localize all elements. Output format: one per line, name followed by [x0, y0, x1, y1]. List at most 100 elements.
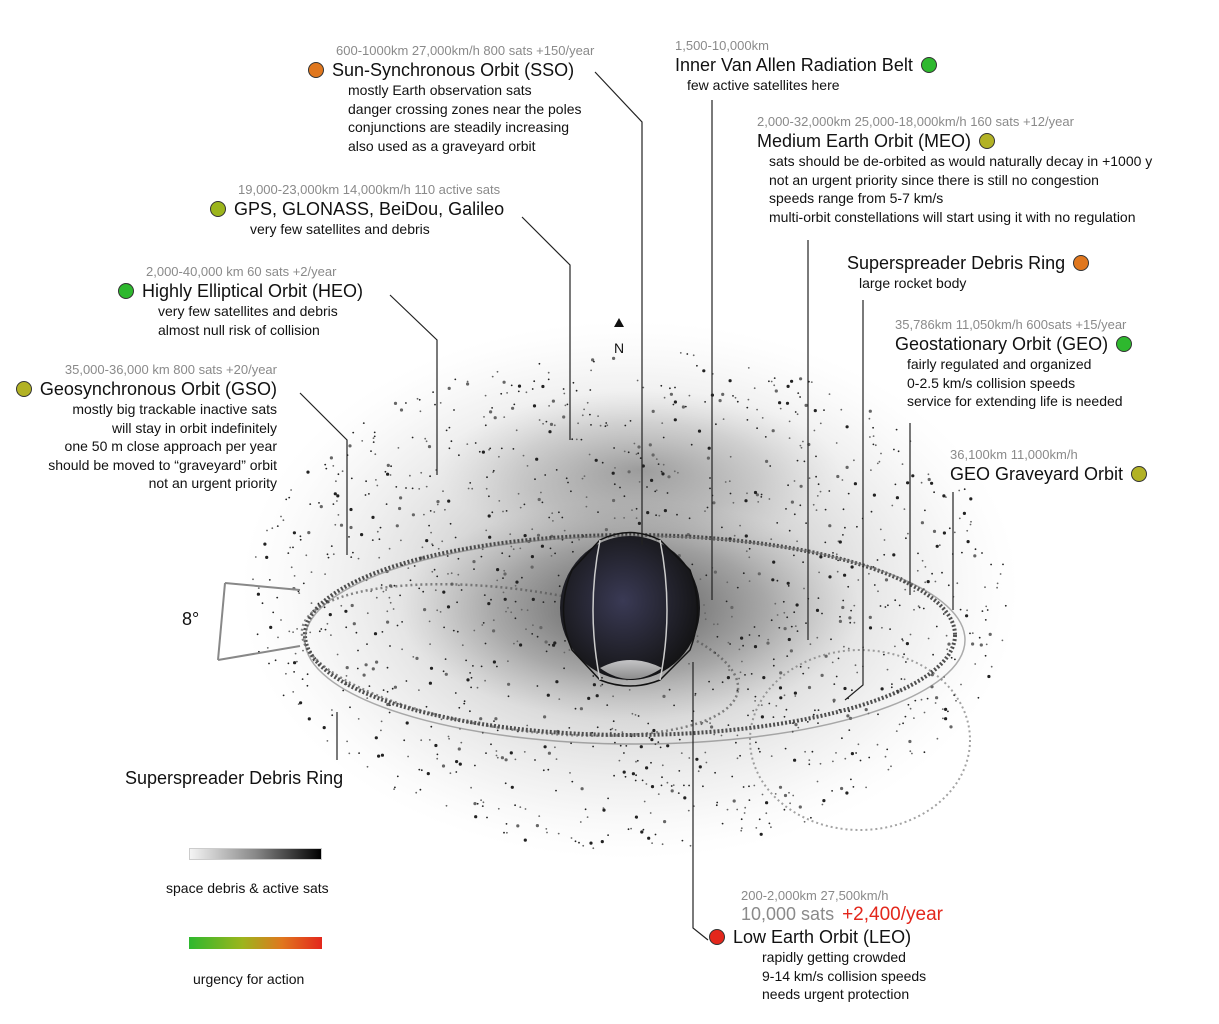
debris-dot — [434, 403, 436, 406]
debris-dot — [263, 542, 267, 546]
debris-dot — [947, 710, 949, 713]
debris-dot — [704, 751, 707, 754]
heo-line: very few satellites and debris — [158, 303, 338, 319]
density-legend-bar — [189, 848, 322, 860]
debris-dot — [835, 752, 837, 754]
debris-dot — [591, 358, 595, 362]
debris-dot — [850, 778, 852, 781]
debris-dot — [974, 663, 977, 665]
debris-dot — [748, 547, 751, 550]
debris-dot — [574, 707, 577, 710]
sso-label: 600-1000km 27,000km/h 800 sats +150/year… — [308, 43, 594, 155]
debris-dot — [868, 417, 871, 420]
debris-dot — [868, 409, 872, 413]
debris-dot — [941, 571, 943, 574]
debris-dot — [756, 427, 758, 430]
debris-dot — [1001, 639, 1004, 642]
geo-stats: 35,786km 11,050km/h 600sats +15/year — [895, 317, 1127, 332]
debris-dot — [510, 545, 513, 548]
debris-dot — [853, 621, 856, 624]
debris-dot — [787, 484, 789, 487]
debris-dot — [547, 751, 552, 755]
debris-dot — [743, 812, 746, 814]
debris-dot — [744, 806, 747, 809]
debris-dot — [930, 481, 934, 485]
debris-dot — [590, 369, 592, 372]
debris-dot — [474, 764, 476, 767]
debris-dot — [326, 553, 329, 556]
debris-dot — [677, 471, 679, 474]
debris-dot — [900, 678, 903, 680]
debris-dot — [425, 539, 429, 543]
debris-dot — [824, 541, 827, 544]
debris-dot — [428, 681, 432, 685]
debris-dot — [405, 721, 409, 725]
debris-dot — [880, 452, 882, 455]
debris-dot — [648, 736, 651, 739]
debris-dot — [366, 643, 368, 645]
debris-dot — [880, 687, 884, 691]
debris-dot — [269, 625, 273, 630]
debris-dot — [815, 608, 820, 613]
debris-dot — [563, 529, 566, 532]
debris-dot — [393, 788, 395, 790]
debris-dot — [452, 629, 455, 632]
debris-dot — [498, 455, 500, 458]
debris-dot — [846, 714, 850, 718]
debris-dot — [688, 394, 691, 397]
debris-dot — [536, 635, 539, 638]
debris-dot — [441, 540, 444, 543]
debris-dot — [386, 666, 389, 669]
debris-dot — [510, 384, 513, 387]
debris-dot — [550, 555, 553, 557]
debris-dot — [442, 590, 446, 594]
debris-dot — [651, 409, 655, 413]
debris-dot — [345, 675, 348, 677]
debris-dot — [483, 594, 486, 596]
debris-dot — [623, 517, 625, 519]
debris-dot — [799, 665, 802, 668]
debris-dot — [506, 392, 508, 394]
debris-dot — [380, 720, 383, 723]
debris-dot — [697, 770, 700, 773]
debris-dot — [318, 502, 320, 504]
debris-dot — [932, 529, 937, 534]
debris-dot — [851, 689, 853, 692]
meo-line: sats should be de-orbited as would natur… — [769, 153, 1153, 169]
debris-dot — [496, 370, 499, 373]
geo-ring — [303, 533, 957, 737]
debris-dot — [492, 619, 495, 622]
leo-title: Low Earth Orbit (LEO) — [709, 926, 943, 948]
debris-dot — [645, 783, 648, 785]
debris-dot — [389, 474, 392, 476]
debris-dot — [840, 408, 843, 411]
debris-dot — [457, 747, 461, 751]
debris-dot — [465, 659, 467, 662]
debris-dot — [932, 653, 934, 656]
debris-dot — [491, 407, 493, 409]
debris-dot — [727, 641, 730, 644]
debris-dot — [515, 429, 518, 432]
debris-dot — [600, 840, 604, 844]
debris-dot — [510, 785, 514, 789]
debris-dot — [876, 462, 879, 465]
debris-dot — [547, 768, 550, 771]
debris-dot — [729, 492, 732, 495]
debris-dot — [405, 487, 407, 489]
debris-dot — [767, 638, 770, 641]
debris-dot — [758, 818, 761, 821]
debris-dot — [703, 604, 705, 606]
debris-dot — [696, 364, 698, 367]
debris-dot — [923, 751, 926, 754]
debris-dot — [810, 381, 813, 383]
debris-dot — [418, 488, 421, 490]
debris-dot — [783, 808, 786, 811]
debris-dot — [555, 758, 558, 760]
debris-dot — [802, 440, 804, 443]
debris-dot — [392, 608, 395, 610]
gso-line: one 50 m close approach per year — [64, 438, 277, 454]
debris-dot — [405, 680, 408, 682]
gso-description: mostly big trackable inactive sats will … — [16, 400, 277, 493]
debris-dot — [1002, 563, 1004, 566]
debris-dot — [434, 743, 438, 748]
